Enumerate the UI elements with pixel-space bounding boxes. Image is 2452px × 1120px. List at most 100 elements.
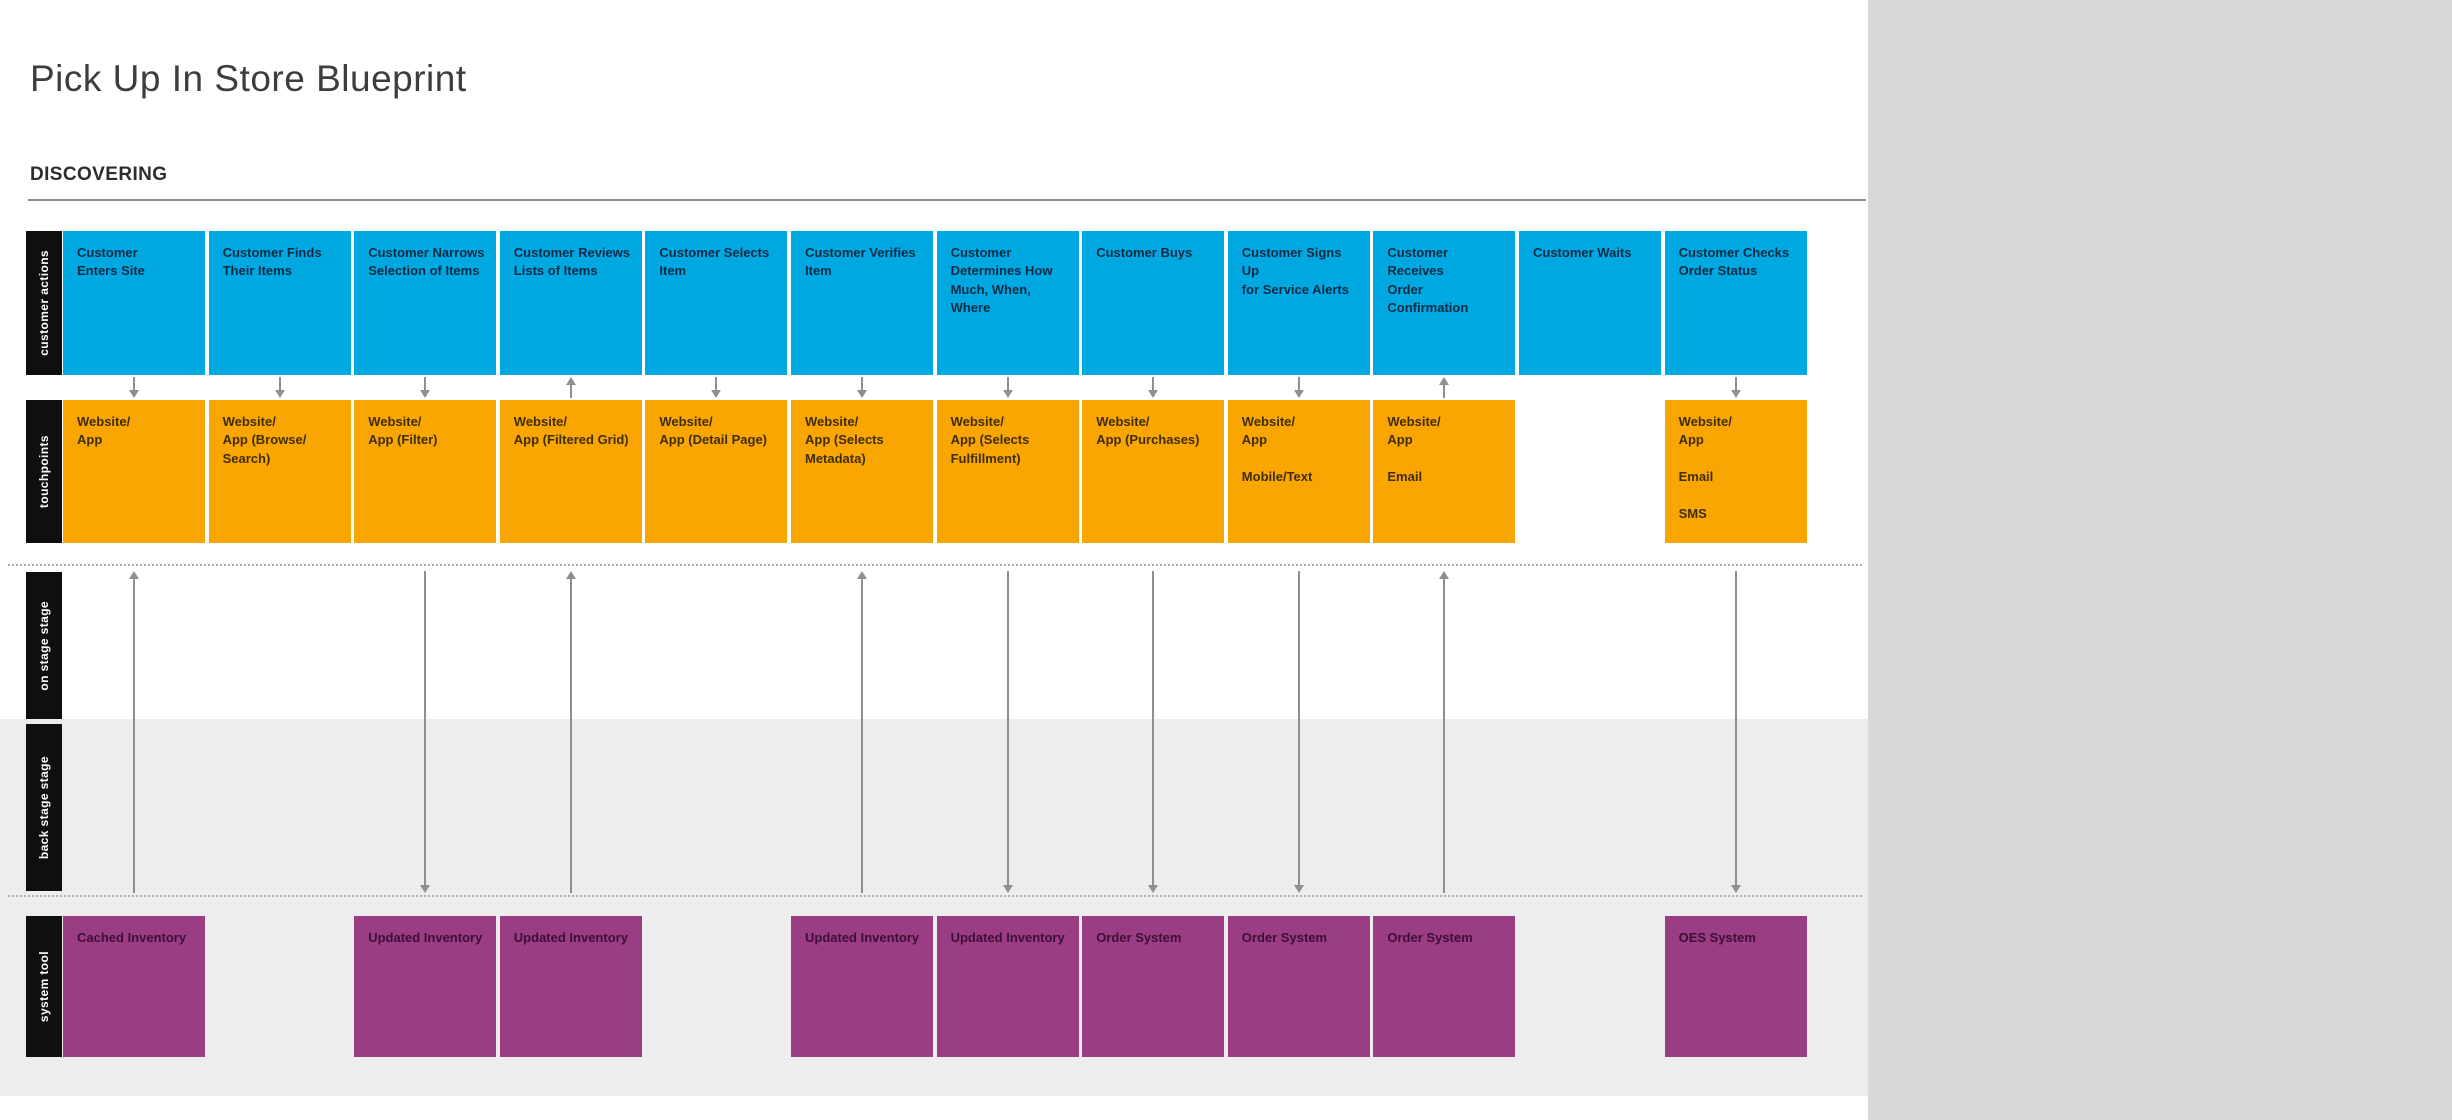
arrow-shaft xyxy=(133,578,135,893)
customer-action-box: Customer Checks Order Status xyxy=(1664,231,1807,375)
page-title: Pick Up In Store Blueprint xyxy=(30,58,467,99)
phase-rule xyxy=(28,199,1866,201)
touchpoint-box: Website/ App (Selects Fulfillment) xyxy=(936,400,1079,543)
arrow-shaft xyxy=(133,377,135,391)
arrow-head xyxy=(857,571,867,579)
customer-action-box: Customer Signs Up for Service Alerts xyxy=(1227,231,1370,375)
arrow-shaft xyxy=(424,571,427,886)
action-touchpoint-arrow-down-icon xyxy=(1002,377,1014,398)
arrow-head xyxy=(1730,390,1741,398)
arrow-head xyxy=(129,571,139,579)
customer-action-box: Customer Buys xyxy=(1082,231,1225,375)
right-gutter-panel xyxy=(1868,0,2452,1120)
customer-action-box: Customer Receives Order Confirmation xyxy=(1373,231,1516,375)
arrow-shaft xyxy=(1734,377,1737,391)
arrow-head xyxy=(420,390,431,398)
phase-label: DISCOVERING xyxy=(30,164,168,185)
touchpoint-box: Website/ App (Browse/ Search) xyxy=(208,400,351,543)
lane-label-text: system tool xyxy=(37,950,51,1023)
arrow-shaft xyxy=(569,578,572,893)
touchpoint-box: Website/ App Mobile/Text xyxy=(1227,400,1370,543)
action-touchpoint-arrow-down-icon xyxy=(128,377,140,398)
arrow-head xyxy=(1002,885,1013,893)
stage-flow-arrow-down-icon xyxy=(1730,571,1742,893)
lane-label-text: touchpoints xyxy=(37,434,51,509)
customer-action-box: Customer Narrows Selection of Items xyxy=(354,231,497,375)
arrow-shaft xyxy=(1443,384,1446,398)
stage-flow-arrow-down-icon xyxy=(1293,571,1305,893)
arrow-head xyxy=(1293,390,1304,398)
arrow-head xyxy=(1730,885,1741,893)
system-tool-box: OES System xyxy=(1664,916,1807,1057)
stage-flow-arrow-up-icon xyxy=(128,571,140,893)
stage-flow-arrow-up-icon xyxy=(856,571,868,893)
arrow-head xyxy=(1439,377,1450,385)
system-tool-box: Updated Inventory xyxy=(499,916,642,1057)
system-tool-box: Updated Inventory xyxy=(936,916,1079,1057)
customer-action-box: Customer Finds Their Items xyxy=(208,231,351,375)
arrow-shaft xyxy=(569,384,572,398)
arrow-shaft xyxy=(278,377,281,391)
lane-separator-dashed xyxy=(8,895,1862,897)
action-touchpoint-arrow-down-icon xyxy=(710,377,722,398)
system-tool-box: Order System xyxy=(1227,916,1370,1057)
arrow-head xyxy=(1148,885,1159,893)
stage-flow-arrow-down-icon xyxy=(419,571,431,893)
system-tool-box: Updated Inventory xyxy=(354,916,497,1057)
arrow-head xyxy=(565,377,576,385)
system-tool-box: Order System xyxy=(1373,916,1516,1057)
action-touchpoint-arrow-down-icon xyxy=(419,377,431,398)
arrow-shaft xyxy=(1006,377,1009,391)
lane-label-text: back stage stage xyxy=(37,755,51,860)
touchpoint-box: Website/ App (Detail Page) xyxy=(645,400,788,543)
action-touchpoint-arrow-down-icon xyxy=(856,377,868,398)
customer-action-box: Customer Waits xyxy=(1519,231,1661,375)
arrow-head xyxy=(1148,390,1159,398)
arrow-shaft xyxy=(1152,377,1155,391)
lane-label-back-stage: back stage stage xyxy=(26,724,62,891)
action-touchpoint-arrow-down-icon xyxy=(1730,377,1742,398)
arrow-head xyxy=(274,390,285,398)
arrow-head xyxy=(711,390,722,398)
touchpoint-box: Website/ App Email SMS xyxy=(1664,400,1807,543)
backstage-band xyxy=(0,719,1868,1096)
system-tool-box: Updated Inventory xyxy=(791,916,933,1057)
touchpoint-box: Website/ App (Filter) xyxy=(354,400,497,543)
stage-flow-arrow-down-icon xyxy=(1002,571,1014,893)
arrow-shaft xyxy=(1443,578,1446,893)
touchpoint-box: Website/ App (Purchases) xyxy=(1082,400,1225,543)
customer-action-box: Customer Reviews Lists of Items xyxy=(499,231,642,375)
touchpoint-box: Website/ App (Selects Metadata) xyxy=(791,400,933,543)
action-touchpoint-arrow-up-icon xyxy=(565,377,577,398)
system-tool-box: Cached Inventory xyxy=(63,916,205,1057)
stage-flow-arrow-up-icon xyxy=(565,571,577,893)
arrow-head xyxy=(1293,885,1304,893)
customer-action-box: Customer Selects Item xyxy=(645,231,788,375)
arrow-shaft xyxy=(1297,571,1300,886)
action-touchpoint-arrow-down-icon xyxy=(274,377,286,398)
arrow-head xyxy=(565,571,576,579)
lane-label-customer-actions: customer actions xyxy=(26,231,62,375)
arrow-shaft xyxy=(1152,571,1155,886)
touchpoint-box: Website/ App Email xyxy=(1373,400,1516,543)
arrow-head xyxy=(1002,390,1013,398)
lane-label-touchpoints: touchpoints xyxy=(26,400,62,543)
lane-label-system-tool: system tool xyxy=(26,916,62,1057)
lane-label-text: customer actions xyxy=(37,250,51,356)
system-tool-box: Order System xyxy=(1082,916,1225,1057)
arrow-head xyxy=(1439,571,1450,579)
lane-label-text: on stage stage xyxy=(37,600,51,691)
action-touchpoint-arrow-up-icon xyxy=(1438,377,1450,398)
arrow-shaft xyxy=(861,377,863,391)
arrow-shaft xyxy=(424,377,427,391)
lane-label-on-stage: on stage stage xyxy=(26,572,62,719)
action-touchpoint-arrow-down-icon xyxy=(1147,377,1159,398)
stage-flow-arrow-down-icon xyxy=(1147,571,1159,893)
touchpoint-box: Website/ App xyxy=(63,400,205,543)
arrow-shaft xyxy=(1006,571,1009,886)
arrow-shaft xyxy=(861,578,863,893)
stage-flow-arrow-up-icon xyxy=(1438,571,1450,893)
customer-action-box: Customer Verifies Item xyxy=(791,231,933,375)
customer-action-box: Customer Determines How Much, When, Wher… xyxy=(936,231,1079,375)
